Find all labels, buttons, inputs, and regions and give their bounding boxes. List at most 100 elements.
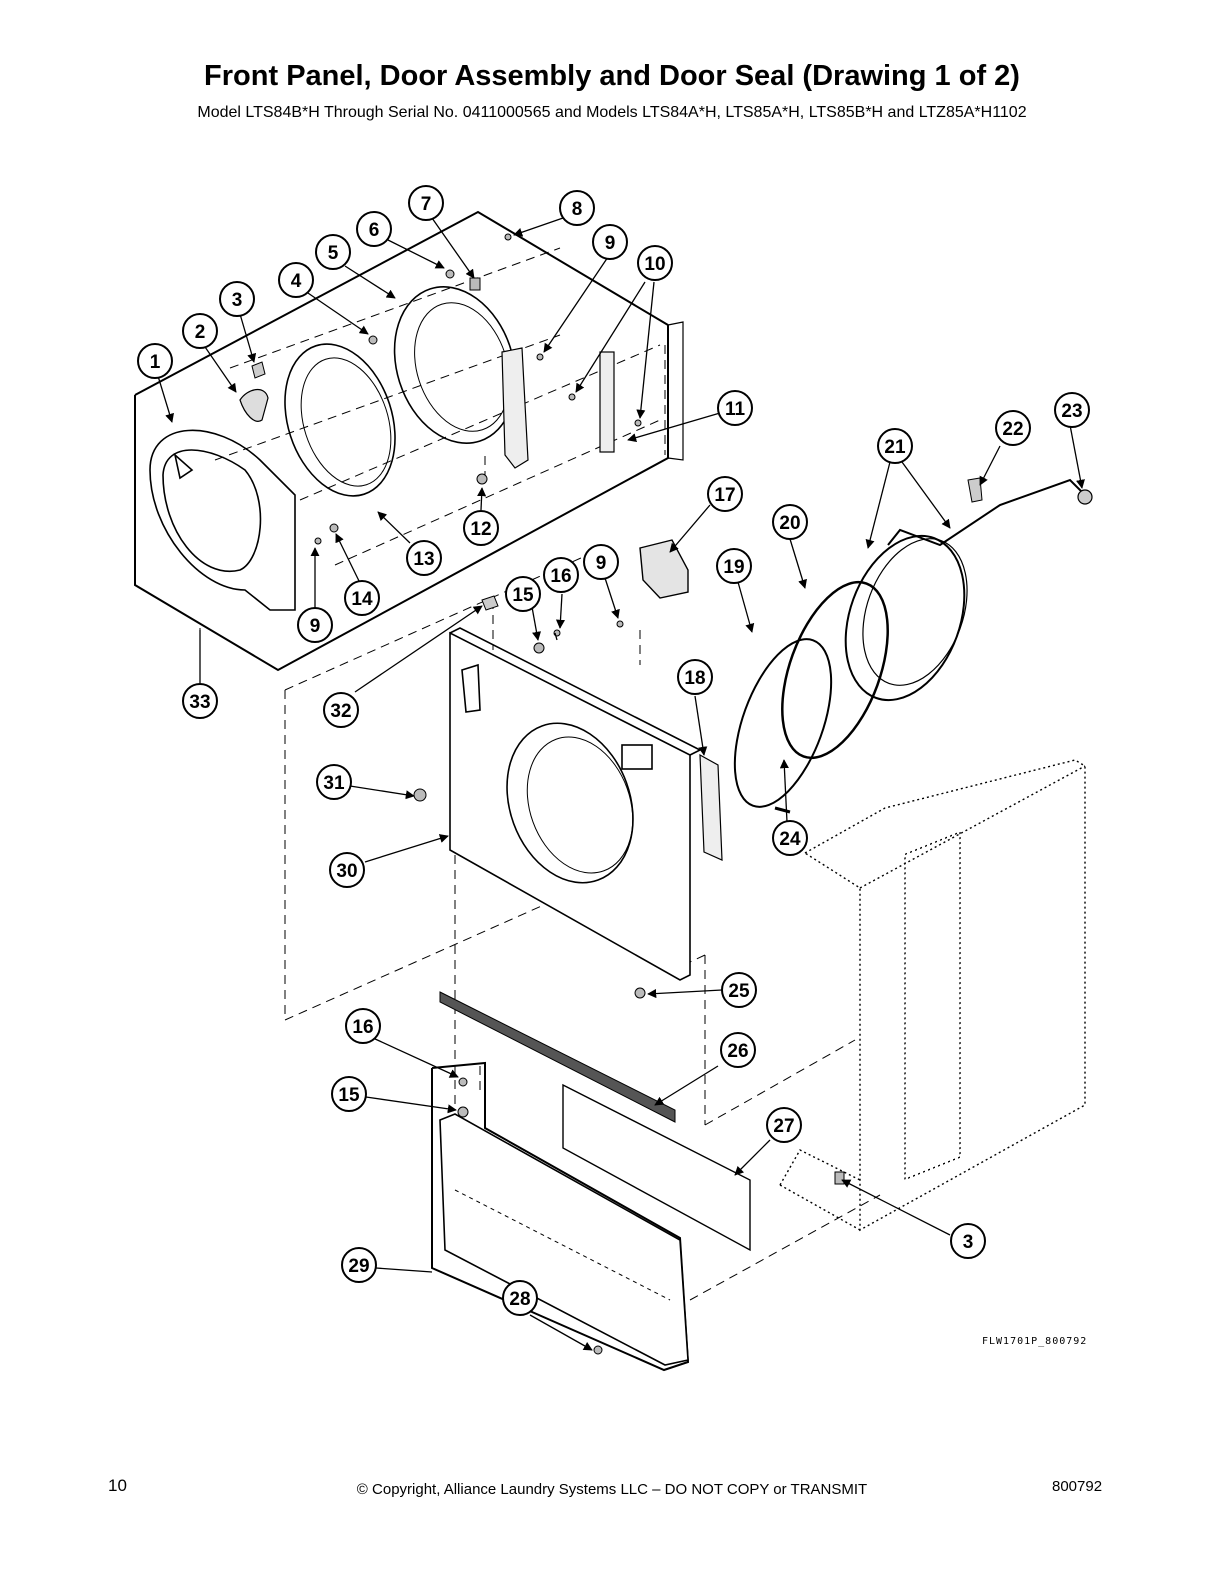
callout-label: 4 (291, 271, 302, 292)
outer-door-ring-part (149, 429, 296, 611)
callout-27: 27 (766, 1107, 802, 1143)
page-subtitle: Model LTS84B*H Through Serial No. 041100… (197, 104, 1027, 121)
callout-label: 7 (421, 194, 432, 215)
callout-label: 12 (470, 519, 491, 540)
callout-21: 21 (877, 428, 913, 464)
callout-6: 6 (356, 211, 392, 247)
callout-23: 23 (1054, 392, 1090, 428)
door-assembly-outline (134, 210, 684, 672)
front-panel-part (449, 627, 702, 981)
callout-circle (772, 504, 808, 540)
callout-22: 22 (995, 410, 1031, 446)
callout-18: 18 (677, 659, 713, 695)
figure-code: FLW1701P_800792 (982, 1336, 1088, 1347)
callout-label: 20 (779, 513, 800, 534)
callout-9: 9 (583, 544, 619, 580)
callout-11: 11 (717, 390, 753, 426)
panel-bracket-part (699, 753, 723, 861)
callout-label: 2 (195, 322, 206, 343)
callout-28: 28 (502, 1280, 538, 1316)
callout-label: 13 (413, 549, 434, 570)
callout-5: 5 (315, 234, 351, 270)
panel-clip-part (481, 595, 499, 611)
callout-24: 24 (772, 820, 808, 856)
callout-label: 9 (596, 553, 607, 574)
callout-17: 17 (707, 476, 743, 512)
callout-29: 29 (341, 1247, 377, 1283)
callout-circle (408, 185, 444, 221)
callout-label: 6 (369, 220, 380, 241)
fasteners (314, 233, 845, 1355)
callout-14: 14 (344, 580, 380, 616)
callout-circle (331, 1076, 367, 1112)
callout-2: 2 (182, 313, 218, 349)
door-handle-part (239, 389, 269, 422)
callout-circle (677, 659, 713, 695)
callout-label: 10 (644, 254, 665, 275)
callout-circle (323, 692, 359, 728)
callout-label: 1 (150, 352, 161, 373)
door-lock-switch-part (639, 539, 689, 599)
callout-16: 16 (543, 557, 579, 593)
callout-label: 19 (723, 557, 744, 578)
callout-label: 24 (779, 829, 801, 850)
callout-circle (877, 428, 913, 464)
callout-circle (297, 607, 333, 643)
callout-circle (345, 1008, 381, 1044)
callout-7: 7 (408, 185, 444, 221)
callout-circle (406, 540, 442, 576)
callout-15: 15 (331, 1076, 367, 1112)
callout-label: 32 (330, 701, 351, 722)
callout-label: 17 (714, 485, 735, 506)
callout-circle (707, 476, 743, 512)
callout-circle (721, 972, 757, 1008)
seal-strip-part (439, 991, 676, 1123)
callout-32: 32 (323, 692, 359, 728)
callout-circle (502, 1280, 538, 1316)
door-glass-part (284, 343, 396, 497)
callout-25: 25 (721, 972, 757, 1008)
callout-circle (583, 544, 619, 580)
callout-label: 25 (728, 981, 750, 1002)
page-number: 10 (108, 1476, 127, 1495)
callout-label: 27 (773, 1116, 794, 1137)
callout-label: 5 (328, 243, 339, 264)
callout-1: 1 (137, 343, 173, 379)
callout-label: 14 (351, 589, 373, 610)
callout-label: 3 (232, 290, 243, 311)
callout-circle (766, 1107, 802, 1143)
callout-label: 29 (348, 1256, 369, 1277)
callout-circle (559, 190, 595, 226)
callout-circle (995, 410, 1031, 446)
callout-9: 9 (592, 224, 628, 260)
callout-circle (278, 262, 314, 298)
callout-label: 22 (1002, 419, 1023, 440)
callout-3: 3 (950, 1223, 986, 1259)
callout-label: 18 (684, 668, 705, 689)
callout-label: 8 (572, 199, 583, 220)
handle-clip-part (251, 361, 266, 379)
callout-label: 30 (336, 861, 357, 882)
callout-circle (182, 313, 218, 349)
callout-circle (505, 576, 541, 612)
callout-label: 21 (884, 437, 906, 458)
callout-circle (137, 343, 173, 379)
callout-circle (716, 548, 752, 584)
callout-circle (637, 245, 673, 281)
page-title: Front Panel, Door Assembly and Door Seal… (204, 60, 1020, 92)
cabinet-outline (779, 759, 1086, 1232)
callout-31: 31 (316, 764, 352, 800)
callout-4: 4 (278, 262, 314, 298)
callout-label: 9 (605, 233, 616, 254)
callout-circle (772, 820, 808, 856)
callout-circle (344, 580, 380, 616)
callout-label: 28 (509, 1289, 530, 1310)
callout-30: 30 (329, 852, 365, 888)
callout-circle (329, 852, 365, 888)
callout-label: 15 (512, 585, 534, 606)
callout-20: 20 (772, 504, 808, 540)
door-hinge-plate-part (501, 347, 529, 469)
callout-circle (316, 764, 352, 800)
callout-19: 19 (716, 548, 752, 584)
